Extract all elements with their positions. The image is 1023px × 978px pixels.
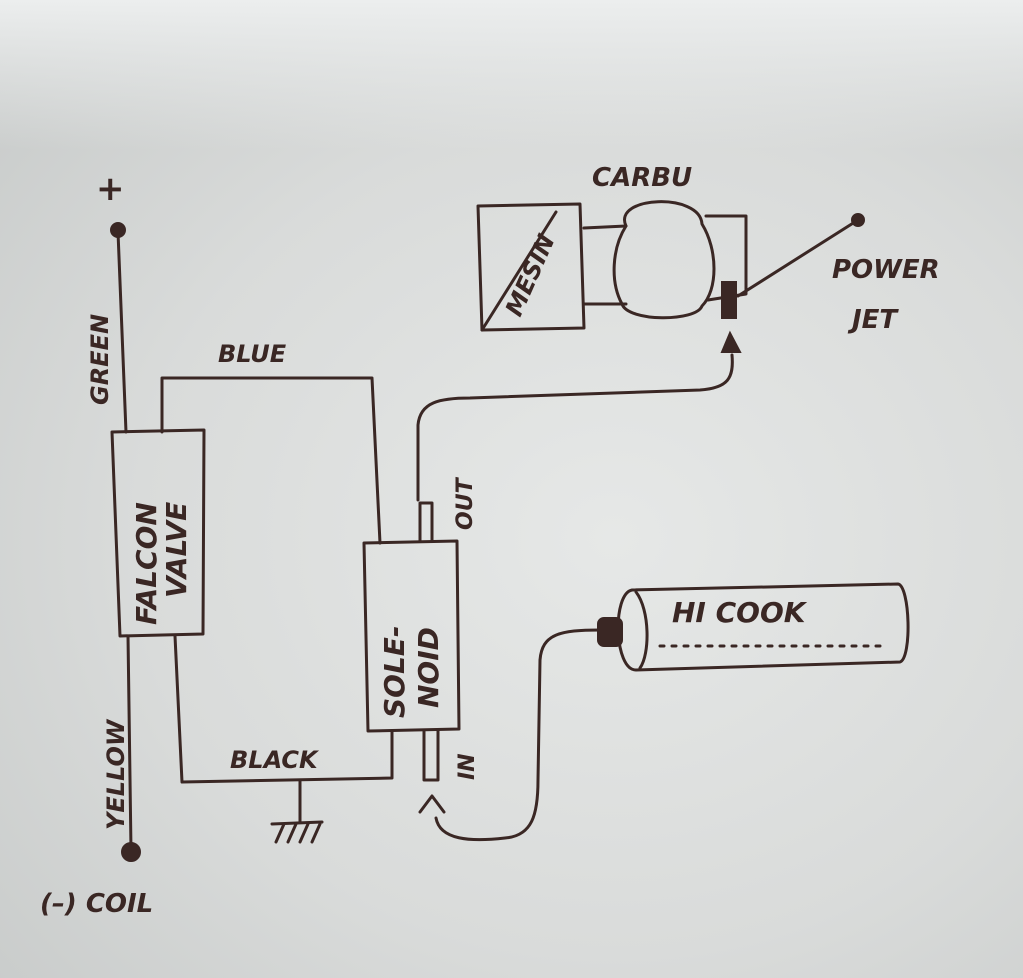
blue-wire [160, 376, 382, 545]
power-jet-pointer [736, 218, 860, 298]
solenoid-label-line1: SOLE- [378, 625, 411, 718]
paper-shadow [0, 0, 1023, 150]
solenoid: SOLE- NOID OUT IN [362, 476, 480, 814]
hicook-cap-edge [634, 590, 649, 670]
power-jet-label-line1: POWER [832, 255, 940, 285]
green-wire-label: GREEN [86, 314, 114, 405]
power-jet-fitting [721, 281, 737, 319]
solenoid-out-port [418, 501, 434, 543]
falcon-valve: FALCON VALVE [110, 428, 206, 638]
in-hose [434, 628, 602, 842]
coil-label: (–) COIL [40, 889, 153, 919]
hicook-canister: HI COOK [597, 582, 910, 672]
solenoid-in-label: IN [455, 753, 480, 780]
positive-terminal: + [96, 169, 126, 238]
solenoid-label-line2: NOID [412, 627, 445, 708]
coil-terminal-dot [121, 842, 141, 862]
hicook-body [616, 582, 910, 672]
power-jet-nozzle [720, 330, 742, 353]
out-hose [416, 353, 734, 502]
yellow-wire-label: YELLOW [102, 718, 130, 830]
solenoid-in-port [422, 729, 440, 782]
plus-label: + [96, 169, 125, 209]
in-nozzle [418, 794, 446, 814]
falcon-valve-label-line1: FALCON [130, 502, 163, 625]
engine-block [476, 202, 586, 332]
intake-neck [582, 224, 628, 306]
hicook-label: HI COOK [672, 596, 808, 629]
hicook-valve-tip [597, 617, 623, 647]
ground-symbol [270, 778, 324, 844]
yellow-wire [126, 634, 133, 852]
carburetor: CARBU MESIN POWER JET [476, 163, 940, 335]
blue-wire-label: BLUE [218, 340, 287, 368]
carbu-label: CARBU [592, 163, 692, 193]
black-wire [173, 634, 394, 784]
mesin-label: MESIN [500, 230, 561, 320]
falcon-valve-label-line2: VALVE [160, 502, 193, 598]
black-wire-label: BLACK [230, 746, 320, 774]
power-jet-pointer-dot [851, 213, 865, 227]
carburetor-body [612, 200, 716, 320]
green-wire [116, 230, 128, 434]
solenoid-box [362, 539, 461, 733]
power-jet-label-line2: JET [847, 305, 899, 335]
falcon-valve-box [110, 428, 206, 638]
engine-block-diagonal [480, 210, 558, 332]
solenoid-out-label: OUT [453, 476, 478, 530]
